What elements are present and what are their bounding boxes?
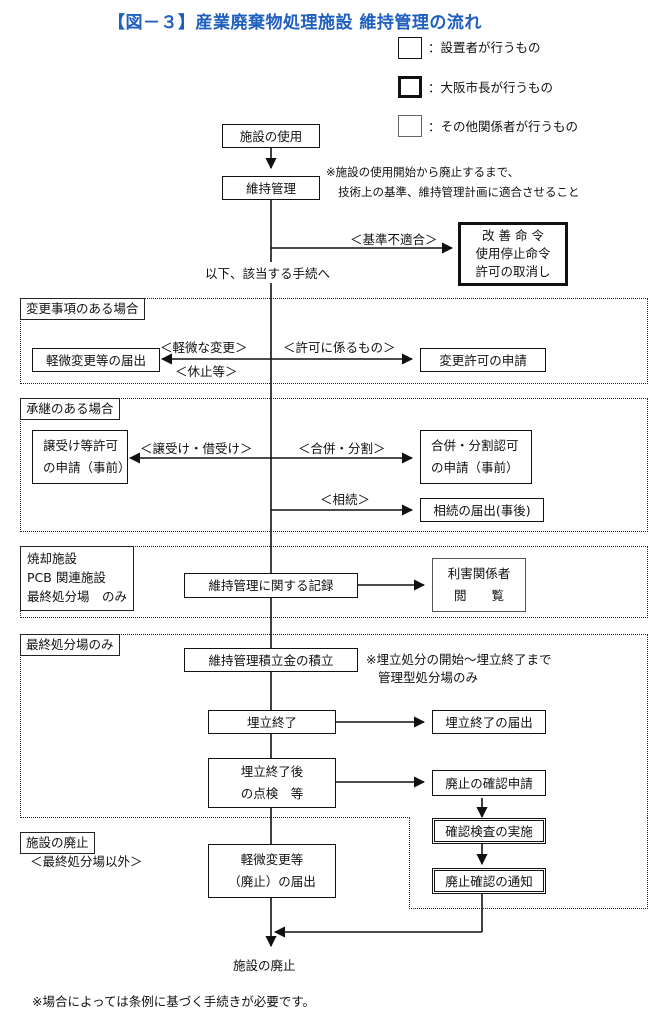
- records-label-line-1: 焼却施設: [27, 551, 78, 566]
- section-landfill-step-down: [409, 817, 410, 909]
- permit-change-arrow-label: ＜許可に係るもの＞: [283, 340, 396, 355]
- section-succession: [20, 398, 648, 532]
- maintain-box: 維持管理: [222, 176, 320, 200]
- fund-box: 維持管理積立金の積立: [184, 648, 358, 672]
- page-title: 【図－３】産業廃棄物処理施設 維持管理の流れ: [108, 13, 482, 33]
- closure-inspection-label: 確認検査の実施: [445, 823, 533, 839]
- transfer-line-2: の申請（事前）: [43, 460, 131, 475]
- legend-swatch-other: [398, 115, 422, 137]
- minor-change-arrow-label: ＜軽微な変更＞: [160, 340, 248, 355]
- fill-end-report-label: 埋立終了の届出: [445, 714, 533, 730]
- post-check-box: 埋立終了後 の点検 等: [208, 758, 336, 808]
- merger-box: 合併・分割認可 の申請（事前）: [420, 430, 532, 484]
- maintain-label: 維持管理: [245, 180, 296, 196]
- section-change-label: 変更事項のある場合: [20, 298, 145, 320]
- transfer-arrow-label: ＜譲受け・借受け＞: [140, 441, 253, 456]
- legend-label-other: ：その他関係者が行うもの: [428, 119, 579, 134]
- abolish-notice-line-1: 軽微変更等: [240, 852, 304, 867]
- maintain-note-2: 技術上の基準、維持管理計画に適合させること: [338, 185, 580, 199]
- inherit-box: 相続の届出(事後): [420, 498, 544, 522]
- order-stop: 使用停止命令: [475, 246, 551, 261]
- section-landfill-right-edge: [647, 817, 648, 909]
- record-label: 維持管理に関する記録: [208, 578, 334, 593]
- records-label-line-3: 最終処分場 のみ: [27, 589, 128, 604]
- closure-apply-label: 廃止の確認申請: [445, 775, 533, 791]
- fill-end-report-box: 埋立終了の届出: [432, 710, 546, 734]
- fill-end-label: 埋立終了: [246, 714, 297, 730]
- orders-box: 改 善 命 令 使用停止命令 許可の取消し: [458, 222, 568, 286]
- inherit-label: 相続の届出(事後): [433, 502, 531, 518]
- legend-swatch-owner: [398, 37, 422, 59]
- records-label-line-2: PCB 関連施設: [27, 570, 106, 585]
- transfer-box: 譲受け等許可 の申請（事前）: [32, 430, 131, 484]
- section-landfill: [20, 634, 648, 818]
- pause-arrow-label: ＜休止等＞: [175, 364, 238, 379]
- end-label: 施設の廃止: [233, 958, 296, 973]
- legend-label-owner: ：設置者が行うもの: [428, 40, 541, 55]
- section-abolish-label: 施設の廃止: [20, 832, 95, 854]
- merger-line-1: 合併・分割認可: [431, 438, 519, 453]
- section-abolish-sub: ＜最終処分場以外＞: [30, 854, 143, 869]
- closure-inspection-box: 確認検査の実施: [432, 818, 546, 844]
- inspection-line-1: 利害関係者: [447, 566, 511, 581]
- fill-end-box: 埋立終了: [208, 710, 336, 734]
- nonconform-label: ＜基準不適合＞: [350, 232, 438, 247]
- fund-label: 維持管理積立金の積立: [208, 652, 334, 668]
- abolish-notice-box: 軽微変更等 （廃止）の届出: [208, 844, 336, 898]
- fund-note-2: 管理型処分場のみ: [378, 670, 479, 685]
- record-box: 維持管理に関する記録: [184, 573, 358, 598]
- legend-label-mayor: ：大阪市長が行うもの: [428, 80, 554, 95]
- closure-notice-box: 廃止確認の通知: [432, 868, 546, 894]
- abolish-notice-line-2: （廃止）の届出: [228, 874, 316, 889]
- post-check-line-1: 埋立終了後: [240, 764, 304, 779]
- order-improve: 改 善 命 令: [482, 228, 544, 243]
- minor-change-label: 軽微変更等の届出: [45, 352, 146, 368]
- fund-note-1: ※埋立処分の開始～埋立終了まで: [366, 652, 552, 667]
- maintain-note-1: ※施設の使用開始から廃止するまで、: [326, 165, 520, 179]
- merger-arrow-label: ＜合併・分割＞: [298, 441, 386, 456]
- closure-notice-label: 廃止確認の通知: [445, 873, 533, 889]
- minor-change-box: 軽微変更等の届出: [32, 348, 160, 372]
- section-change: [20, 298, 648, 384]
- merger-line-2: の申請（事前）: [431, 460, 519, 475]
- legend-swatch-mayor: [398, 76, 422, 98]
- inspection-box: 利害関係者 閲 覧: [432, 558, 526, 612]
- section-succession-label: 承継のある場合: [20, 398, 120, 420]
- inspection-line-2: 閲 覧: [453, 588, 504, 603]
- section-records-label: 焼却施設 PCB 関連施設 最終処分場 のみ: [20, 546, 135, 611]
- transfer-line-1: 譲受け等許可: [43, 438, 119, 453]
- section-landfill-bottom-left: [20, 817, 410, 818]
- use-box: 施設の使用: [222, 124, 320, 148]
- section-landfill-label: 最終処分場のみ: [20, 634, 120, 656]
- footnote: ※場合によっては条例に基づく手続きが必要です。: [32, 994, 315, 1009]
- permit-change-label: 変更許可の申請: [439, 352, 527, 368]
- section-landfill-bottom-right: [409, 908, 648, 909]
- below-label: 以下、該当する手続へ: [205, 266, 331, 281]
- closure-apply-box: 廃止の確認申請: [432, 770, 546, 796]
- post-check-line-2: の点検 等: [240, 786, 304, 801]
- order-revoke: 許可の取消し: [475, 264, 551, 279]
- use-label: 施設の使用: [239, 128, 303, 144]
- inherit-arrow-label: ＜相続＞: [320, 492, 371, 507]
- permit-change-box: 変更許可の申請: [420, 348, 546, 372]
